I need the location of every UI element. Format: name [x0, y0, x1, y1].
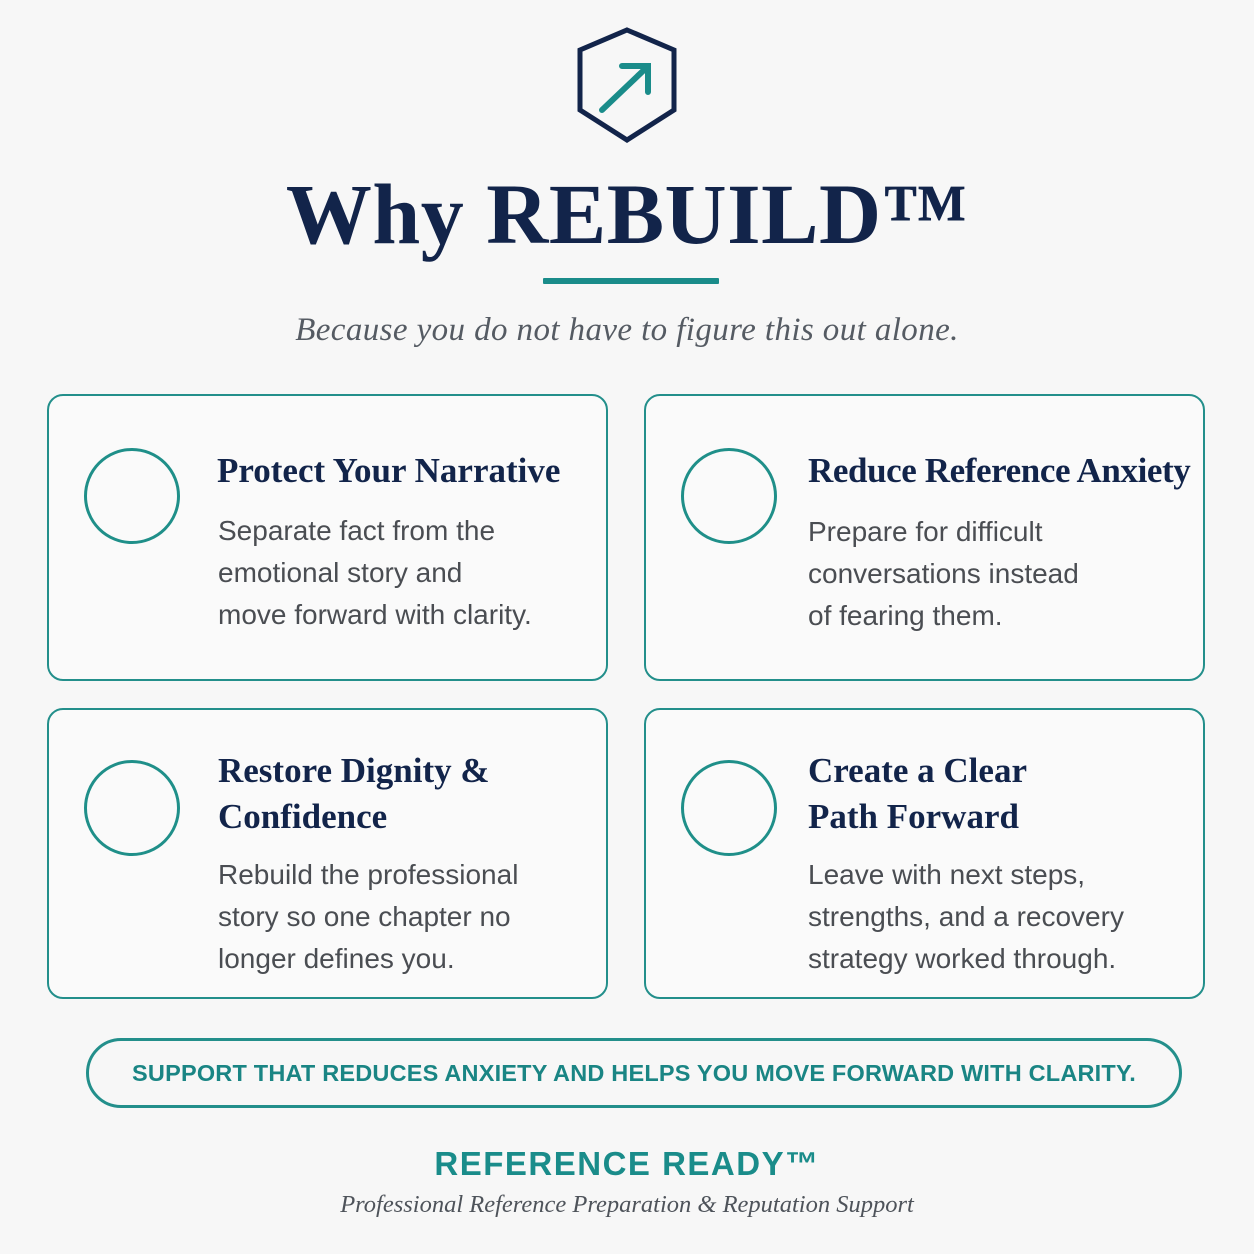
page-subtitle: Because you do not have to figure this o… — [295, 312, 959, 348]
card-description: Prepare for difficult conversations inst… — [808, 516, 1079, 631]
circle-icon — [681, 448, 777, 544]
card-title: Reduce Reference Anxiety — [808, 451, 1191, 490]
hexagon-shield-outline — [577, 27, 677, 143]
page-title: Why REBUILD™ — [285, 166, 969, 262]
support-banner: SUPPORT THAT REDUCES ANXIETY AND HELPS Y… — [86, 1038, 1182, 1108]
card-protect-your-narrative: Protect Your Narrative Separate fact fro… — [47, 394, 608, 681]
circle-icon — [84, 760, 180, 856]
arrow-shaft — [599, 67, 647, 113]
circle-icon — [84, 448, 180, 544]
arrow-head — [619, 63, 651, 95]
card-title: Create a Clear Path Forward — [808, 751, 1027, 836]
card-reduce-reference-anxiety: Reduce Reference Anxiety Prepare for dif… — [644, 394, 1205, 681]
card-description: Leave with next steps, strengths, and a … — [808, 859, 1124, 974]
circle-icon — [681, 760, 777, 856]
shield-arrow-logo-icon — [577, 27, 677, 143]
card-create-clear-path-forward: Create a Clear Path Forward Leave with n… — [644, 708, 1205, 999]
brand-tagline: Professional Reference Preparation & Rep… — [340, 1191, 914, 1218]
banner-text: SUPPORT THAT REDUCES ANXIETY AND HELPS Y… — [132, 1059, 1136, 1086]
title-underline — [543, 278, 719, 284]
card-title: Restore Dignity & Confidence — [218, 751, 490, 836]
card-title: Protect Your Narrative — [217, 451, 561, 490]
brand-name: REFERENCE READY™ — [434, 1145, 820, 1182]
card-description: Rebuild the professional story so one ch… — [218, 859, 519, 974]
card-description: Separate fact from the emotional story a… — [218, 515, 532, 630]
card-restore-dignity-confidence: Restore Dignity & Confidence Rebuild the… — [47, 708, 608, 999]
